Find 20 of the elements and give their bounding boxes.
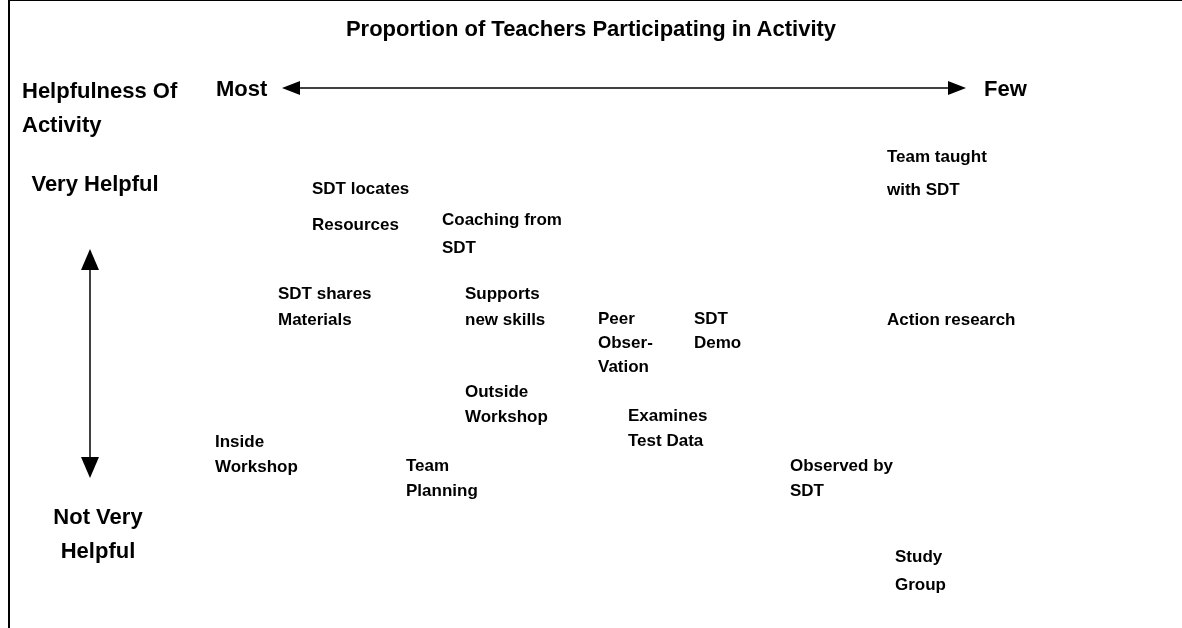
activity-label: Outside Workshop	[465, 381, 549, 428]
activity-label: SDT Demo	[694, 308, 743, 354]
activity-label: Action research	[887, 309, 1017, 331]
activity-label: Study Group	[895, 546, 947, 596]
chart-title: Proportion of Teachers Participating in Activity	[344, 16, 838, 42]
axis-label: Very Helpful	[30, 170, 160, 198]
activity-label: Peer Obser- Vation	[598, 308, 654, 378]
axis-label: Helpfulness Of Activity	[22, 77, 179, 139]
activity-label: Observed by SDT	[790, 455, 894, 502]
activity-label: Coaching from SDT	[442, 209, 563, 259]
activity-label: Team Planning	[406, 455, 479, 502]
activity-label: Supports new skills	[465, 283, 547, 331]
activity-label: SDT locates Resources	[312, 178, 411, 236]
activity-label: Examines Test Data	[628, 405, 709, 452]
axis-label: Not Very Helpful	[52, 503, 144, 565]
activity-label: Team taught with SDT	[887, 146, 988, 201]
axis-label: Few	[984, 75, 1028, 103]
axis-label: Most	[216, 75, 269, 103]
activity-label: Inside Workshop	[215, 431, 299, 478]
activity-label: SDT shares Materials	[278, 283, 373, 331]
